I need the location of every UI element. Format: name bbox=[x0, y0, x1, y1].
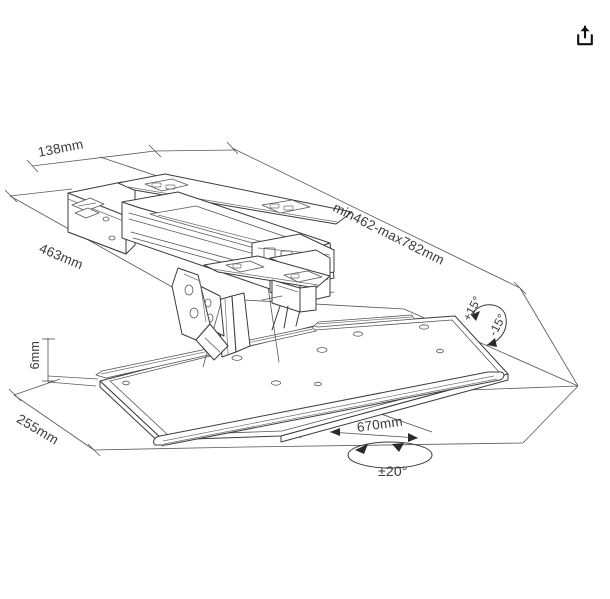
slide-rail-assembly bbox=[67, 173, 353, 331]
share-button[interactable] bbox=[572, 24, 598, 50]
wrist-rest-bar bbox=[153, 371, 505, 446]
lower-mounting-flange bbox=[203, 255, 331, 289]
angle-label-swivel: ±20° bbox=[378, 463, 408, 479]
mounting-holes bbox=[122, 324, 444, 387]
support-gusset bbox=[261, 279, 317, 331]
left-mounting-plate bbox=[67, 181, 136, 255]
upper-mounting-flange bbox=[117, 173, 353, 225]
swivel-indicator-icon bbox=[347, 441, 433, 469]
swing-arm bbox=[171, 267, 229, 361]
share-upload-icon bbox=[577, 25, 593, 46]
keyboard-tray-platform bbox=[95, 314, 509, 447]
dimension-label-6mm: 6mm bbox=[28, 341, 42, 370]
tilt-indicator-icon bbox=[470, 304, 507, 347]
